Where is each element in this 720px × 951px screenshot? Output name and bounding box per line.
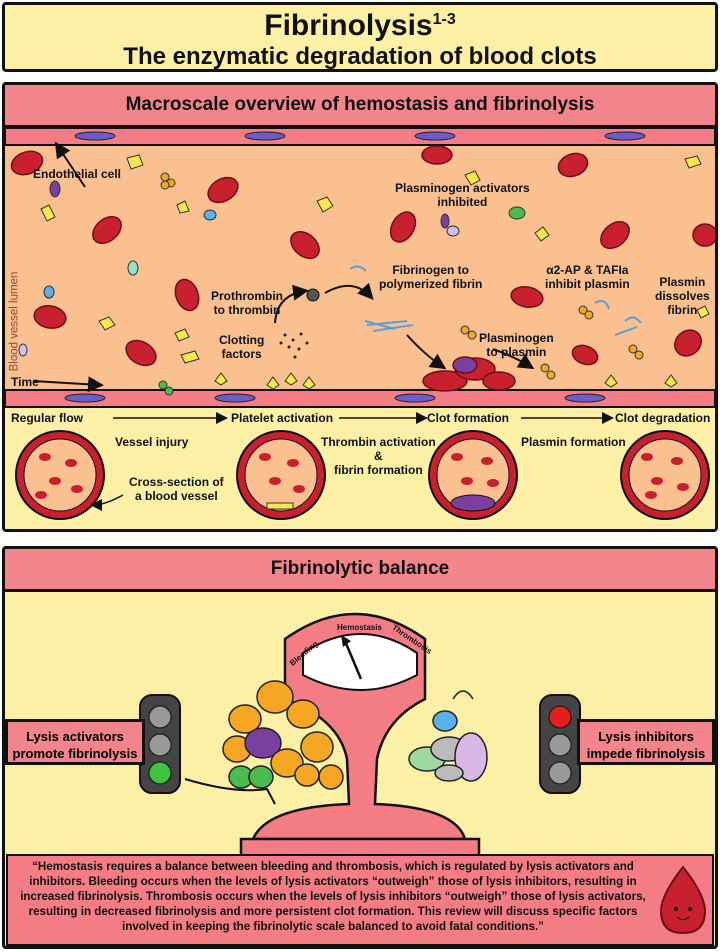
page-subtitle: The enzymatic degradation of blood clots	[123, 43, 597, 70]
vessel-top-wall	[5, 127, 715, 146]
stage-regular-flow: Regular flow	[11, 411, 84, 425]
gauge-hemostasis: Hemostasis	[337, 623, 382, 632]
scale-needle	[343, 640, 363, 680]
fibrin-strands	[349, 265, 642, 336]
title-box: Fibrinolysis1-3 The enzymatic degradatio…	[2, 2, 718, 72]
cross-section-2	[236, 430, 326, 520]
blood-drop-icon	[659, 865, 707, 935]
clotting-factors	[279, 332, 309, 359]
balance-diagram	[6, 612, 714, 946]
traffic-light-left	[139, 694, 181, 794]
stage-arrows	[90, 412, 614, 511]
cross-section-4	[620, 430, 710, 520]
summary-quote: “Hemostasis requires a balance between b…	[20, 860, 646, 933]
cross-section-3	[428, 430, 518, 520]
platelets	[40, 154, 710, 364]
transition-thrombin: Thrombin activation&fibrin formation	[321, 435, 436, 477]
thrombin	[306, 288, 320, 302]
label-time: Time	[11, 375, 39, 389]
molecule-clusters	[18, 172, 644, 396]
lysis-activators-pile	[222, 680, 344, 790]
cross-sections	[15, 430, 710, 520]
clot	[422, 356, 516, 392]
scale-dial	[302, 633, 418, 691]
stage-platelet-activation: Platelet activation	[231, 411, 334, 425]
traffic-light-right	[539, 694, 581, 794]
balance-heading: Fibrinolytic balance	[5, 549, 715, 592]
page-title: Fibrinolysis1-3	[264, 9, 456, 42]
transition-vessel-injury: Vessel injury	[115, 435, 189, 449]
fibrinolytic-balance-panel: Fibrinolytic balance	[2, 546, 718, 949]
transition-plasmin-formation: Plasmin formation	[521, 435, 626, 449]
vessel-bottom-wall	[5, 389, 715, 408]
stage-clot-formation: Clot formation	[427, 411, 509, 425]
vessel-diagram	[5, 127, 715, 520]
red-blood-cells	[10, 145, 715, 367]
label-endothelial: Endothelial cell	[33, 167, 122, 181]
lysis-inhibitors-pile	[408, 690, 488, 782]
stage-clot-degradation: Clot degradation	[615, 411, 711, 425]
macroscale-panel: Macroscale overview of hemostasis and fi…	[2, 82, 718, 532]
cross-section-1	[15, 430, 105, 520]
activated-platelets	[214, 372, 678, 390]
endothelial-nuclei	[64, 131, 646, 403]
process-arrows	[32, 141, 535, 393]
label-lumen: Blood vessel lumen	[8, 271, 21, 372]
macroscale-heading: Macroscale overview of hemostasis and fi…	[5, 85, 715, 128]
